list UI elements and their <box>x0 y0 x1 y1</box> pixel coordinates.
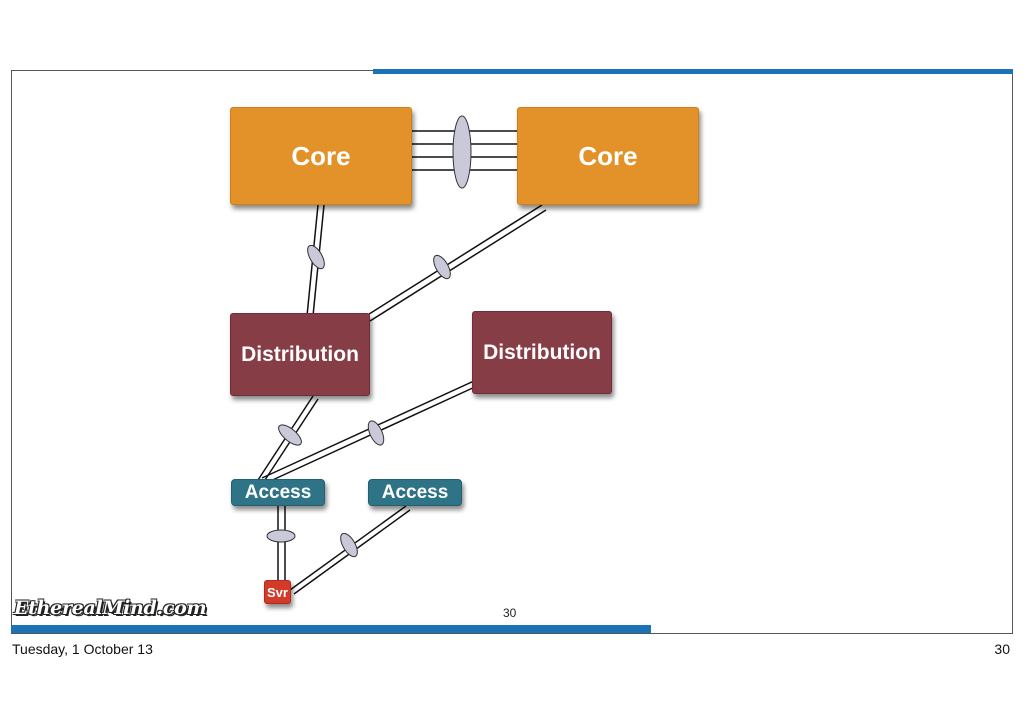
distribution-node-right: Distribution <box>472 311 612 394</box>
core-right-dist-left-links <box>365 204 547 322</box>
access-node-left: Access <box>231 479 325 506</box>
slide-number: 30 <box>503 606 517 620</box>
core-node-left: Core <box>230 107 412 205</box>
ethereal-mind-logo: EtherealMind.com <box>14 597 207 619</box>
link-ellipse <box>433 254 451 280</box>
distribution-node-left: Distribution <box>230 313 370 396</box>
top-accent-bar <box>373 69 1013 74</box>
core-node-right: Core <box>517 107 699 205</box>
footer-page-number: 30 <box>994 641 1010 657</box>
link-ellipse <box>367 420 385 446</box>
bottom-accent-bar <box>11 625 651 633</box>
core-bundle-ellipse <box>452 115 472 189</box>
link-ellipse <box>278 424 302 446</box>
access-left-server-links <box>277 506 286 580</box>
server-node: Svr <box>264 580 291 604</box>
link-ellipse <box>266 529 296 543</box>
link-ellipse <box>307 244 325 270</box>
access-node-right: Access <box>368 479 462 506</box>
footer-date: Tuesday, 1 October 13 <box>12 641 153 657</box>
link-ellipse <box>340 532 358 558</box>
